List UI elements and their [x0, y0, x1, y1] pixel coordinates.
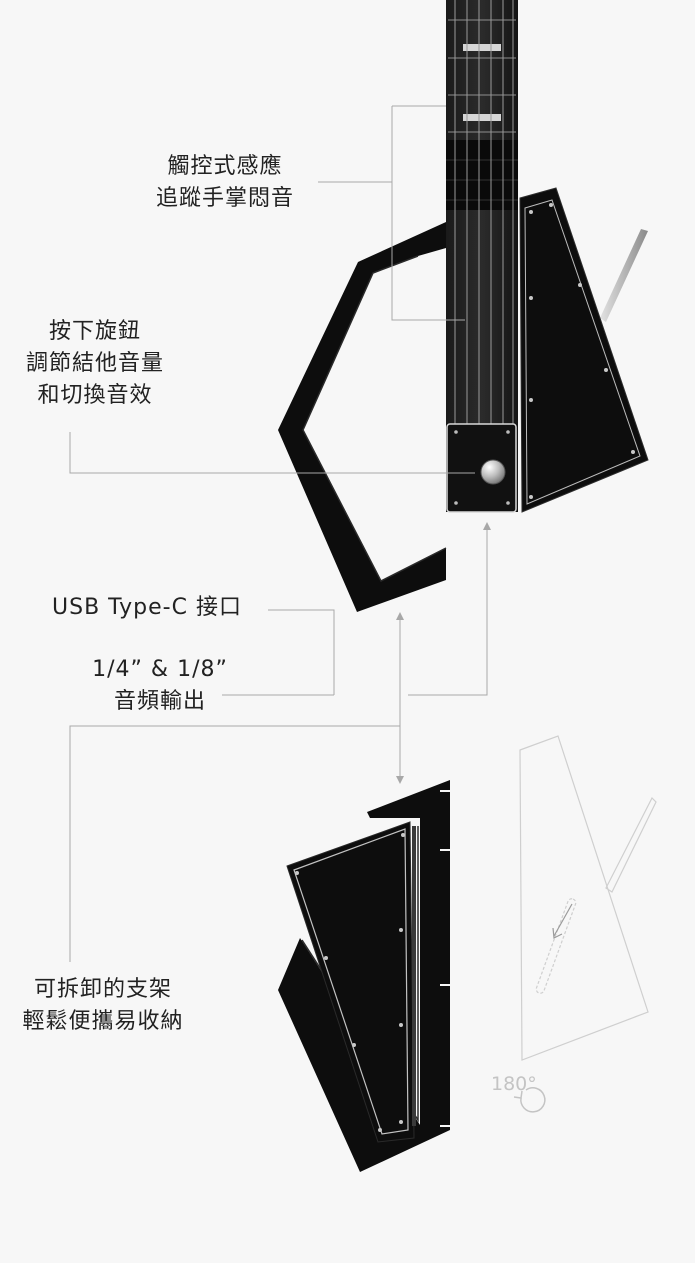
stand-rotation-illustration [519, 735, 657, 1061]
callout-line: 按下旋鈕 [48, 319, 141, 344]
touch-sensor-callout: 觸控式感應 追蹤手掌悶音 [140, 151, 310, 215]
rotate-icon [513, 1087, 546, 1113]
rotation-label: 180° [491, 1073, 537, 1095]
callout-line: 調節結他音量 [25, 351, 164, 376]
callout-line: 可拆卸的支架 [33, 977, 172, 1002]
callout-line: 和切換音效 [37, 383, 153, 408]
callout-line: 觸控式感應 [167, 154, 283, 179]
usb-callout: USB Type-C 接口 [52, 592, 242, 624]
fret-marker [463, 44, 501, 51]
callout-lines [69, 105, 488, 962]
callout-line: 追蹤手掌悶音 [155, 186, 294, 211]
audio-output-callout: 1/4” & 1/8” 音頻輸出 [60, 654, 260, 718]
stand-rod-top [600, 229, 648, 322]
callout-line: 音頻輸出 [113, 689, 206, 714]
knob-callout: 按下旋鈕 調節結他音量 和切換音效 [10, 316, 180, 412]
guitar-neck [446, 0, 518, 513]
stand-callout: 可拆卸的支架 輕鬆便攜易收納 [8, 974, 198, 1038]
callout-line: 輕鬆便攜易收納 [22, 1009, 184, 1034]
callout-line: 1/4” & 1/8” [92, 657, 228, 682]
folded-guitar [278, 780, 450, 1172]
fret-marker [463, 114, 501, 121]
callout-line: USB Type-C 接口 [52, 595, 242, 620]
guitar-panel-right [519, 187, 649, 513]
touch-sensor-zone [446, 140, 518, 210]
fold-arrow-icon [552, 903, 573, 939]
guitar-frame-left [278, 222, 446, 612]
volume-knob [480, 459, 506, 485]
